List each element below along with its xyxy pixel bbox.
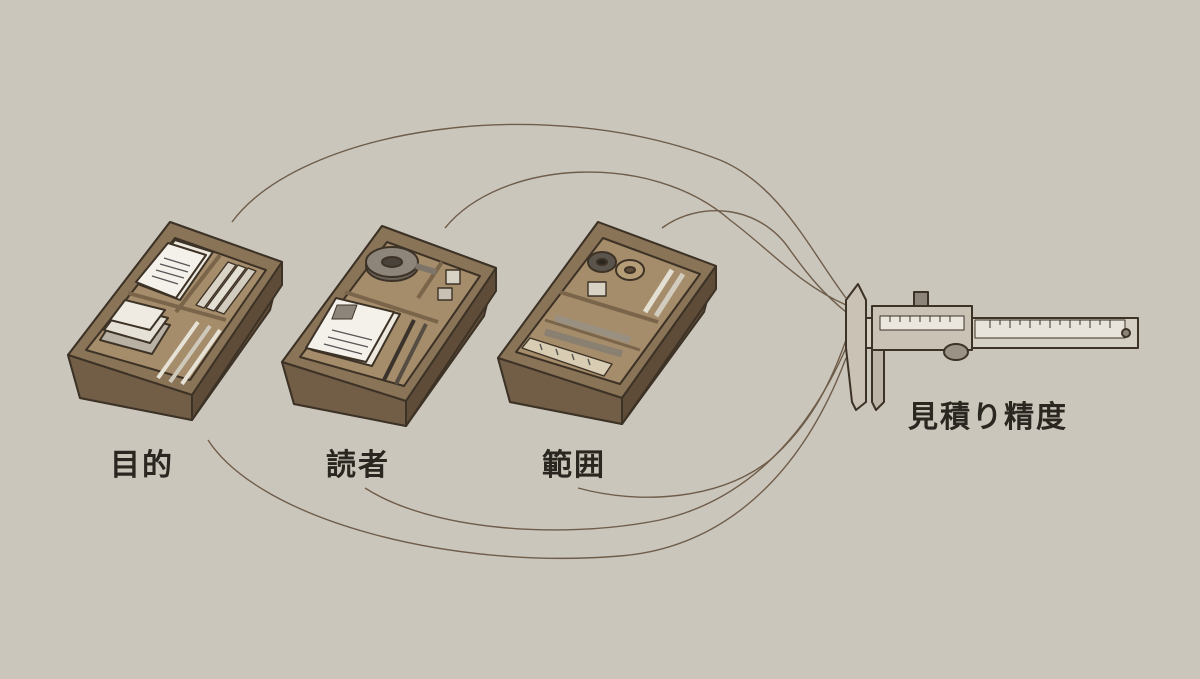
connector-scope-top [661,210,847,313]
tape-measure [365,246,437,282]
purpose-tray [67,221,283,421]
connector-lines [207,123,847,559]
connector-scope-bottom [577,339,847,498]
caliper-fixed-jaw [845,283,867,411]
sticky-note-pads [99,299,171,355]
document-sheets [305,297,401,367]
caliper-thumb-screw [913,291,929,307]
connector-purpose-top [231,123,847,299]
connector-audience-top [444,171,847,306]
pens [156,320,222,386]
pencils [544,314,631,358]
caliper-icon [845,283,1139,411]
label-audience: 読者 [326,448,390,483]
label-estimation-accuracy: 見積り精度 [908,400,1068,435]
pens [382,319,428,385]
ruler [521,337,613,377]
label-purpose: 目的 [110,448,174,483]
binder-clips [437,269,461,301]
scope-tray [497,221,717,425]
caliper-moving-jaw [871,349,885,411]
connector-purpose-bottom [207,357,847,559]
audience-tray [281,225,497,427]
document-sheets [135,239,214,301]
washers [587,251,645,281]
index-cards [195,261,257,315]
wood-blocks [587,268,686,318]
connector-audience-bottom [364,347,847,531]
label-scope: 範囲 [542,448,606,483]
